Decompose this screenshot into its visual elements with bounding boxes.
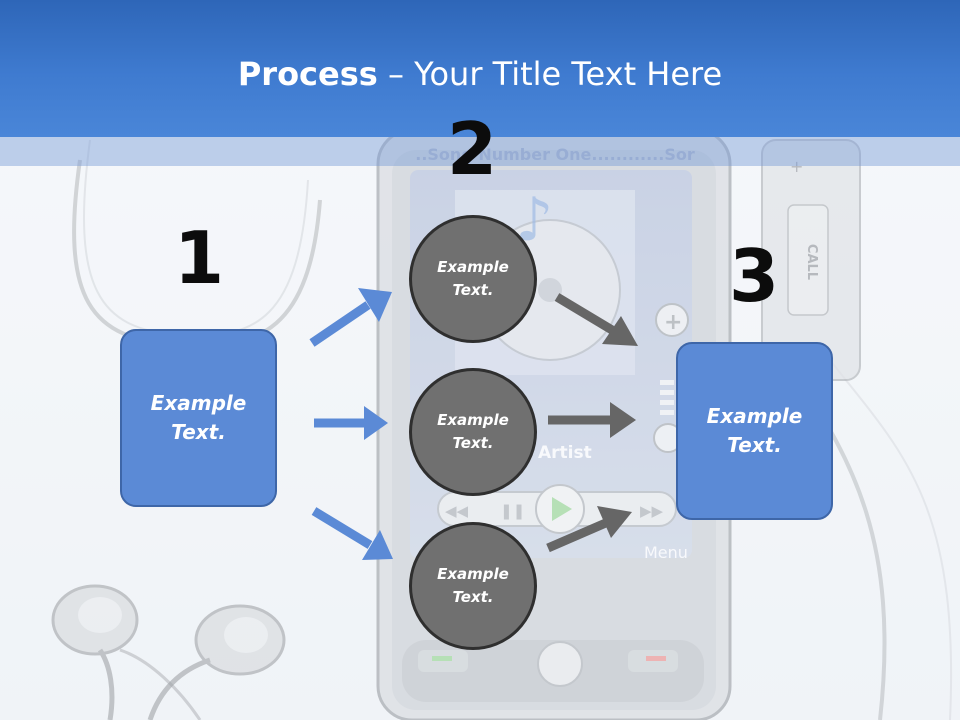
step-number-2: 2: [446, 107, 498, 191]
artist-text: Artist: [538, 443, 592, 463]
circle-1-text: Example Text.: [437, 258, 509, 299]
circle-3-text: Example Text.: [437, 565, 509, 606]
title-bar: [0, 0, 960, 137]
step-3-text: Example Text.: [706, 404, 803, 457]
svg-text:▶▶: ▶▶: [640, 502, 664, 520]
title-rest: – Your Title Text Here: [377, 55, 723, 93]
gray-arrow-down: [554, 293, 638, 346]
gray-arrow-up: [546, 506, 632, 553]
title-bar-strip: [0, 137, 960, 166]
svg-text:❚❚: ❚❚: [500, 502, 525, 520]
circle-2: Example Text.: [409, 368, 537, 496]
blue-arrow-middle: [314, 406, 388, 440]
circle-2-text: Example Text.: [437, 411, 509, 452]
svg-text:+: +: [790, 157, 803, 176]
circle-1: Example Text.: [409, 215, 537, 343]
menu-text: Menu: [644, 543, 688, 562]
title-bold: Process: [237, 55, 378, 93]
blue-arrow-down: [311, 507, 393, 560]
earbuds: [51, 584, 286, 720]
step-1-text: Example Text.: [150, 391, 247, 444]
step-number-3: 3: [728, 234, 780, 318]
step-3-box: Example Text.: [676, 342, 833, 520]
step-number-1: 1: [173, 216, 225, 300]
svg-text:◀◀: ◀◀: [445, 502, 469, 520]
song-title-text: ..Song Number One............Sor: [415, 145, 695, 164]
step-1-box: Example Text.: [120, 329, 277, 507]
slide-title: Process – Your Title Text Here: [0, 52, 960, 96]
side-button-label: CALL: [804, 244, 819, 280]
circle-3: Example Text.: [409, 522, 537, 650]
svg-text:+: +: [664, 310, 682, 335]
gray-arrow-middle: [548, 402, 636, 438]
blue-arrow-up: [309, 288, 392, 347]
